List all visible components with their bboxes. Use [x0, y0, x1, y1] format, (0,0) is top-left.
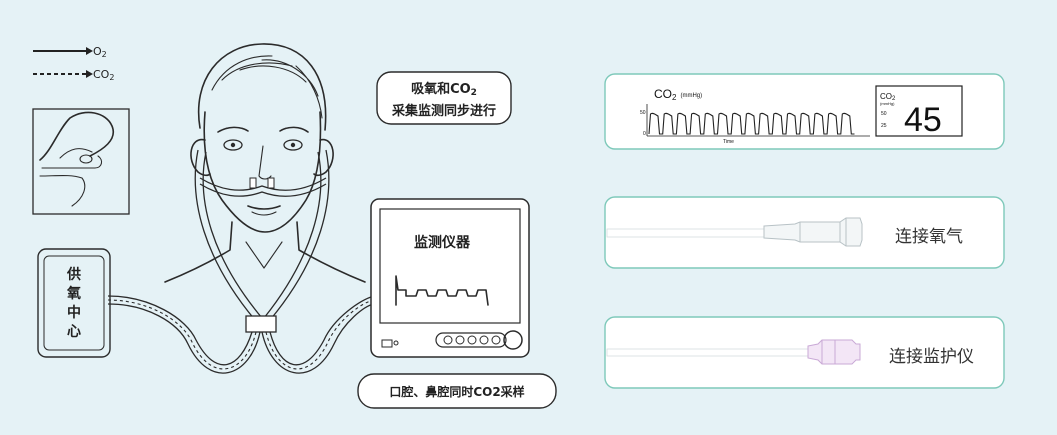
capno-x-axis-label: Time: [723, 139, 734, 145]
nose-inset: [32, 108, 130, 215]
capno-value: 45: [904, 101, 942, 139]
capnography-card: CO2(mmHg) 50 0 Time CO2 (mmHg) 50 25 45: [604, 73, 1005, 150]
capno-box-tick-high: 50: [881, 111, 887, 117]
oxygen-center-char-4: 心: [67, 324, 81, 340]
oxygen-center-char-3: 中: [67, 304, 81, 321]
capno-box-unit: (mmHg): [880, 101, 895, 106]
capno-y-tick-bottom: 0: [643, 131, 646, 137]
legend-co2-label: CO2: [93, 68, 114, 82]
capno-box-tick-low: 25: [881, 123, 887, 129]
monitor-title: 监测仪器: [414, 234, 471, 251]
callout-sync: 吸氧和CO2 采集监测同步进行: [376, 71, 512, 125]
oxygen-center-char-2: 氧: [66, 285, 81, 302]
card-connect-oxygen-label: 连接氧气: [895, 227, 963, 247]
card-connect-monitor-label: 连接监护仪: [889, 347, 974, 367]
oxygen-connector-icon: [763, 217, 863, 247]
callout-sampling-text: 口腔、鼻腔同时CO2采样: [389, 384, 524, 399]
legend-dashed-arrow-icon: [86, 70, 93, 78]
card-connect-monitor: 连接监护仪: [604, 316, 1005, 389]
card-connect-oxygen: 连接氧气: [604, 196, 1005, 269]
callout-sampling: 口腔、鼻腔同时CO2采样: [357, 373, 557, 409]
legend: O2 CO2: [33, 45, 114, 82]
oxygen-center: 供 氧 中 心: [37, 248, 111, 358]
legend-solid-arrow-icon: [86, 47, 93, 55]
cannula-tubing: [107, 149, 375, 374]
capno-waveform: [648, 112, 855, 135]
legend-o2-label: O2: [93, 45, 107, 59]
capno-y-tick-top: 50: [640, 110, 646, 116]
callout-sync-line2: 采集监测同步进行: [391, 103, 496, 119]
capno-box-label: CO2: [880, 92, 896, 102]
patient-illustration: [164, 43, 366, 283]
callout-sync-line1: 吸氧和CO2: [411, 81, 477, 98]
oxygen-center-char-1: 供: [66, 266, 81, 283]
monitor-device: 监测仪器: [370, 198, 530, 358]
capno-label: CO2(mmHg): [654, 87, 702, 102]
